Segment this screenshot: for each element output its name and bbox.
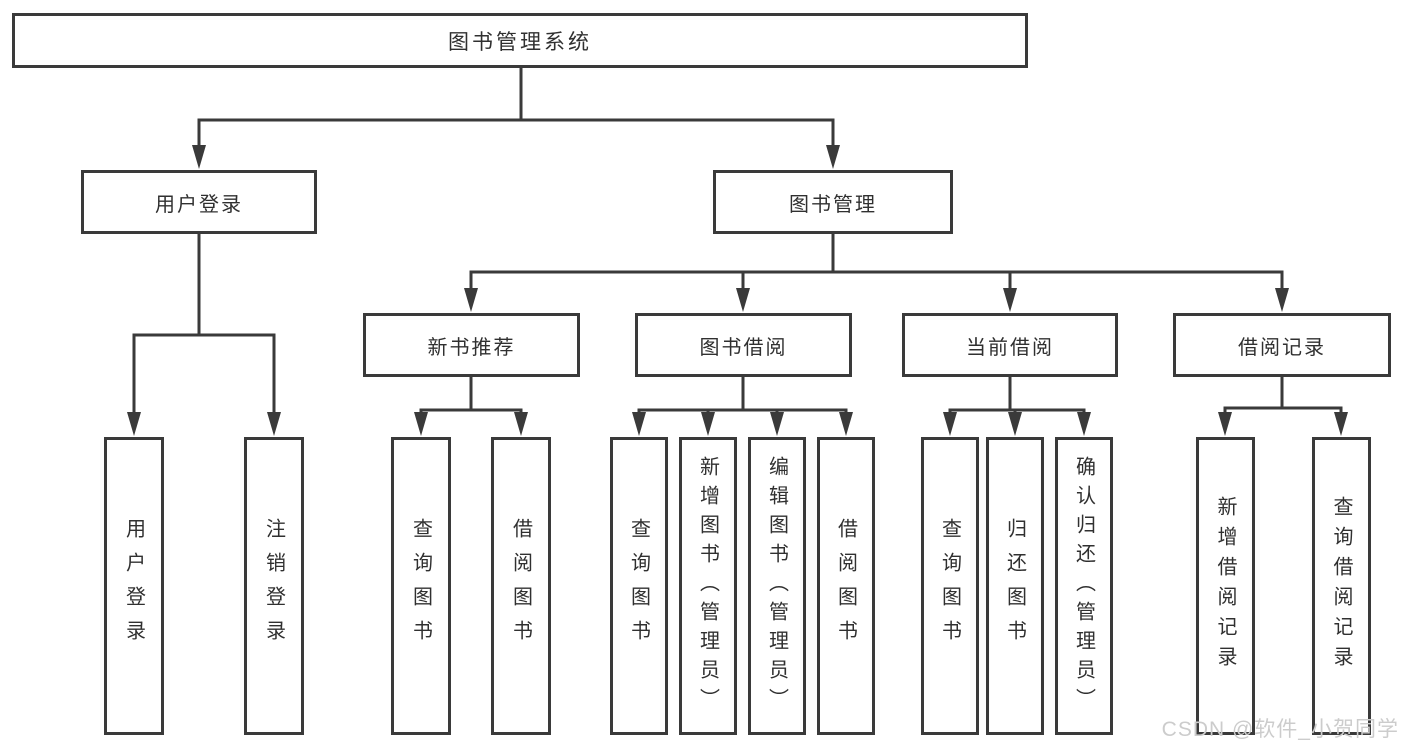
leaf-recommend-query-books: 查询图书: [391, 437, 451, 735]
node-label: 图书管理系统: [448, 30, 592, 54]
leaf-borrowing-add-books-admin: 新增图书（管理员）: [679, 437, 737, 735]
node-label: 查询图书: [409, 518, 432, 654]
node-label: 查询图书: [627, 518, 650, 654]
leaf-recommend-borrow-books: 借阅图书: [491, 437, 551, 735]
node-user-login-module: 用户登录: [81, 170, 317, 234]
leaf-current-return-books: 归还图书: [986, 437, 1044, 735]
node-label: 当前借阅: [966, 336, 1054, 359]
leaf-borrowing-borrow-books: 借阅图书: [817, 437, 875, 735]
leaf-current-query-books: 查询图书: [921, 437, 979, 735]
node-label: 图书管理: [789, 193, 877, 216]
node-label: 新增图书（管理员）: [696, 455, 719, 717]
node-label: 用户登录: [122, 518, 145, 654]
node-book-borrowing: 图书借阅: [635, 313, 852, 377]
node-current-borrowing: 当前借阅: [902, 313, 1118, 377]
leaf-borrowing-edit-books-admin: 编辑图书（管理员）: [748, 437, 806, 735]
node-label: 借阅图书: [834, 518, 857, 654]
node-label: 借阅图书: [509, 518, 532, 654]
leaf-records-query-borrow-record: 查询借阅记录: [1312, 437, 1371, 735]
leaf-current-confirm-return-admin: 确认归还（管理员）: [1055, 437, 1113, 735]
node-borrowing-records: 借阅记录: [1173, 313, 1391, 377]
node-label: 新增借阅记录: [1214, 496, 1236, 676]
node-label: 新书推荐: [427, 336, 516, 359]
node-label: 借阅记录: [1238, 336, 1326, 359]
leaf-records-add-borrow-record: 新增借阅记录: [1196, 437, 1255, 735]
node-label: 注销登录: [262, 518, 285, 654]
node-label: 编辑图书（管理员）: [765, 455, 788, 717]
leaf-borrowing-query-books: 查询图书: [610, 437, 668, 735]
node-label: 用户登录: [155, 193, 243, 216]
node-label: 查询图书: [938, 518, 961, 654]
leaf-logout: 注销登录: [244, 437, 304, 735]
watermark: CSDN @软件_小贺同学: [1161, 718, 1399, 741]
node-label: 归还图书: [1003, 518, 1026, 654]
node-library-management-system: 图书管理系统: [12, 13, 1028, 68]
node-label: 确认归还（管理员）: [1072, 455, 1095, 717]
leaf-user-login: 用户登录: [104, 437, 164, 735]
node-label: 图书借阅: [699, 336, 788, 359]
node-book-management-module: 图书管理: [713, 170, 953, 234]
node-label: 查询借阅记录: [1330, 496, 1352, 676]
node-new-book-recommendation: 新书推荐: [363, 313, 580, 377]
